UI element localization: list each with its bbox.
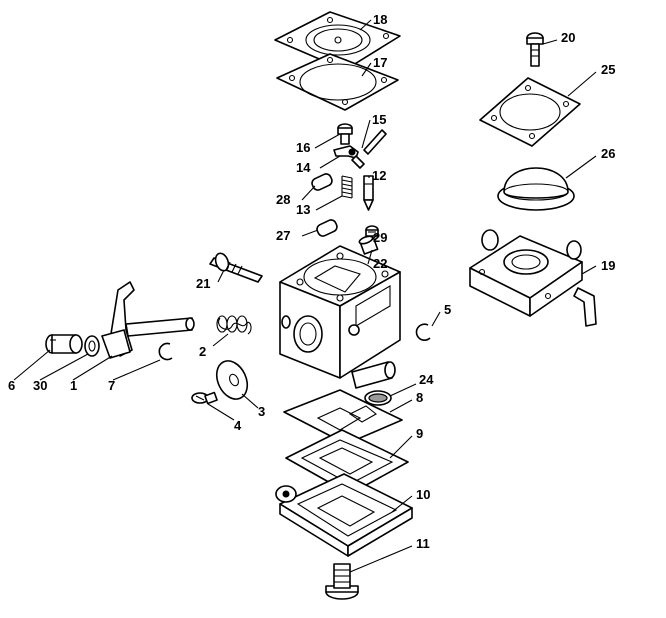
label-20: 20 — [561, 30, 575, 45]
label-26: 25 — [601, 62, 615, 77]
label-30: 30 — [33, 378, 47, 393]
part-19-pump-housing — [469, 229, 597, 327]
label-21: 21 — [196, 276, 210, 291]
part-6-collar — [45, 334, 83, 354]
part-3-disc — [215, 360, 249, 400]
label-13: 13 — [296, 202, 310, 217]
part-13-spring — [341, 175, 353, 199]
part-14-lever — [333, 145, 365, 169]
carburetor-body — [279, 245, 401, 389]
part-15-pin — [363, 129, 387, 155]
part-16-screw — [337, 123, 353, 145]
label-25: 27 — [276, 228, 290, 243]
label-5: 5 — [444, 302, 451, 317]
leader-lines — [13, 19, 597, 573]
label-7: 7 — [108, 378, 115, 393]
part-24-filter — [364, 390, 392, 406]
part-labels: 18 17 16 15 14 28 13 12 27 29 22 21 5 2 … — [8, 12, 615, 551]
label-27: 26 — [601, 146, 615, 161]
label-12: 12 — [372, 168, 386, 183]
label-3: 3 — [258, 404, 265, 419]
part-26-gasket — [479, 77, 581, 147]
label-4: 4 — [234, 418, 242, 433]
label-9: 9 — [416, 426, 423, 441]
part-30-washer — [84, 335, 100, 357]
part-28-cap — [311, 173, 333, 191]
label-16: 16 — [296, 140, 310, 155]
label-8: 8 — [416, 390, 423, 405]
part-4-screw — [191, 391, 218, 405]
label-15: 15 — [372, 112, 386, 127]
label-14: 14 — [296, 160, 311, 175]
part-5-circlip — [415, 323, 431, 341]
label-2: 2 — [199, 344, 206, 359]
part-2-spring — [216, 315, 252, 335]
part-21-shaft — [209, 252, 263, 283]
part-1-lever — [101, 281, 195, 359]
part-8-gasket — [283, 389, 403, 445]
part-29-nozzle — [365, 225, 379, 237]
part-20-screw — [526, 32, 544, 67]
label-17: 17 — [373, 55, 387, 70]
label-22: 22 — [373, 256, 387, 271]
label-18: 18 — [373, 12, 387, 27]
label-24: 24 — [419, 372, 434, 387]
label-29: 29 — [373, 230, 387, 245]
part-10-cover — [275, 473, 413, 557]
label-11: 11 — [416, 536, 430, 551]
part-27-primer-bulb — [497, 167, 575, 211]
part-11-screw — [325, 563, 359, 600]
label-1: 1 — [70, 378, 77, 393]
label-28: 28 — [276, 192, 290, 207]
part-7-clip — [158, 342, 173, 361]
label-19: 19 — [601, 258, 615, 273]
part-25-cap — [316, 219, 338, 237]
part-17-gasket — [276, 53, 399, 111]
label-6: 6 — [8, 378, 15, 393]
label-10: 10 — [416, 487, 430, 502]
